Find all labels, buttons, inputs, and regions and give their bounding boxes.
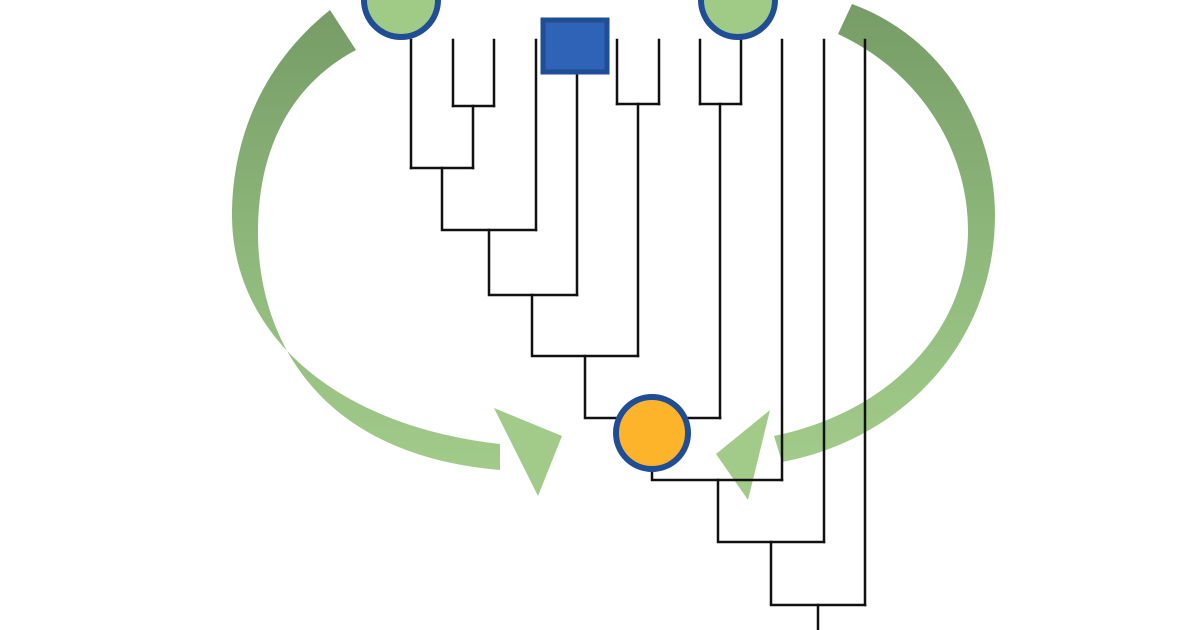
right-arrow-body (774, 4, 995, 462)
character-square (540, 17, 610, 75)
phylogenetic-tree (409, 38, 867, 630)
ancestral-node (613, 394, 691, 472)
left-arrow-head (494, 408, 562, 496)
left-descendant-node (361, 0, 441, 40)
tree-branch (487, 228, 579, 297)
tree-branch (769, 540, 867, 607)
right-descendant-node (698, 0, 778, 40)
right-curved-arrow (716, 4, 995, 500)
left-curved-arrow (232, 10, 562, 496)
tree-branch (440, 166, 538, 232)
tree-branch (716, 478, 826, 544)
left-arrow-body (232, 10, 500, 470)
right-arrow-head (716, 410, 770, 500)
tree-branch (530, 293, 640, 358)
